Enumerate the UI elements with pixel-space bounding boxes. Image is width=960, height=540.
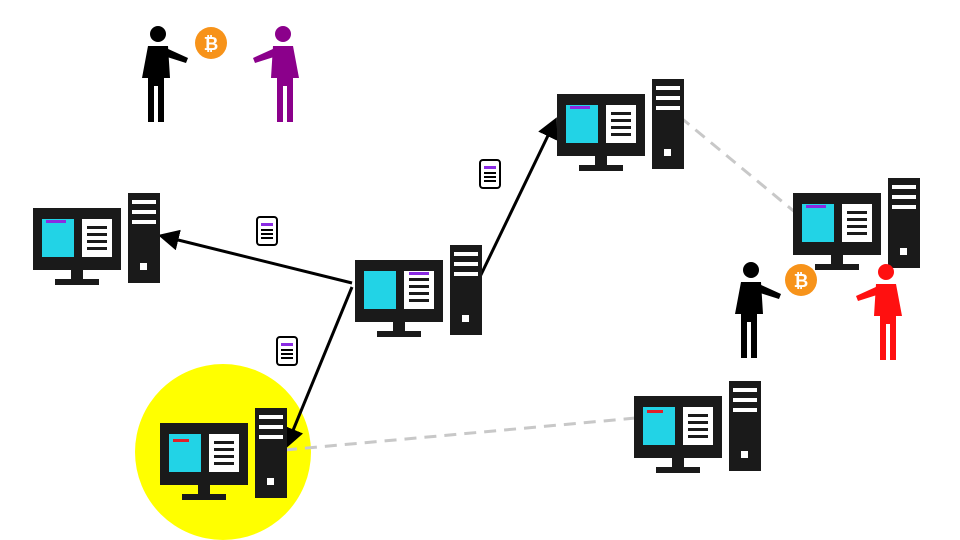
computer-node-bottom-right [633, 380, 762, 474]
screen-bar [806, 205, 826, 208]
link-center-to-top [475, 117, 558, 284]
link-top-to-right [679, 115, 797, 215]
network-links [157, 115, 797, 452]
person-icon [253, 26, 299, 122]
computer-node-right [792, 177, 921, 271]
bitcoin-coin-icon: ₿ [195, 27, 227, 59]
person-icon [735, 262, 781, 358]
transaction-top-left: ₿ [142, 26, 299, 122]
computer-node-top [556, 78, 685, 172]
bitcoin-coin-icon: ₿ [785, 264, 817, 296]
desktop-computer-icon [32, 192, 161, 286]
screen-bar [409, 272, 429, 275]
screen-bar [173, 439, 189, 442]
link-center-to-bottom-left [283, 286, 354, 449]
svg-text:₿: ₿ [204, 34, 219, 55]
person-icon [142, 26, 188, 122]
transaction-right: ₿ [735, 262, 902, 360]
desktop-computer-icon [792, 177, 921, 271]
screen-bar [647, 410, 663, 413]
document-icon [256, 216, 278, 246]
svg-text:₿: ₿ [794, 271, 809, 292]
computer-node-left [32, 192, 161, 286]
computer-node-bottom-left [159, 407, 288, 501]
desktop-computer-icon [354, 244, 483, 338]
desktop-computer-icon [633, 380, 762, 474]
screen-bar [570, 106, 590, 109]
document-icon [479, 159, 501, 189]
screen-bar [46, 220, 66, 223]
person-icon [856, 264, 902, 360]
link-center-to-left [157, 229, 353, 285]
desktop-computer-icon [556, 78, 685, 172]
document-icon [276, 336, 298, 366]
computer-node-center [354, 244, 483, 338]
link-bottom-left-to-bottom-right [284, 416, 637, 452]
